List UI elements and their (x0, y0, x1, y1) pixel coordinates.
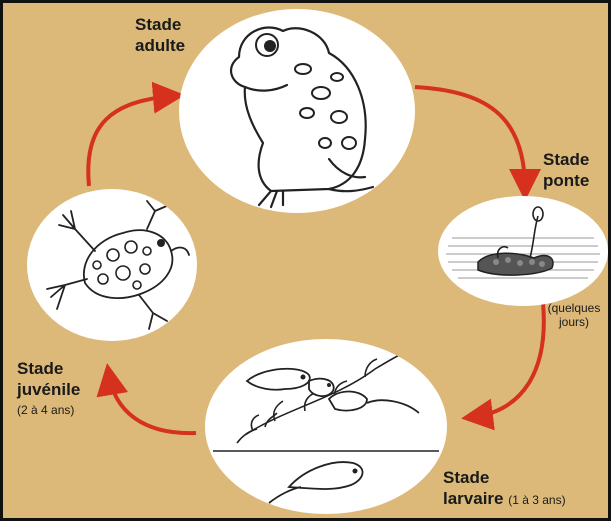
arrow-juvenile-to-adult (88, 96, 173, 186)
adult-stage-circle (179, 9, 415, 213)
larvaire-stage-circle (205, 339, 447, 514)
tadpoles-icon (205, 339, 447, 514)
arrow-adult-to-ponte (415, 87, 525, 189)
eggs-icon (438, 196, 608, 306)
larvaire-title: larvaire (443, 489, 504, 508)
larvaire-stage-label: Stade larvaire (1 à 3 ans) (443, 467, 566, 511)
arrow-ponte-to-larvaire (473, 303, 544, 417)
juvenile-duration: (2 à 4 ans) (17, 403, 74, 417)
ponte-stage-circle (438, 196, 608, 306)
ponte-stage-label: Stade ponte (543, 149, 589, 191)
adult-frog-icon (179, 9, 415, 213)
ponte-duration: (quelques jours) (543, 301, 605, 329)
arrow-larvaire-to-juvenile (109, 375, 196, 433)
adult-stage-label: Stade adulte (135, 14, 185, 56)
juvenile-stage-label: Stade juvénile (17, 358, 80, 400)
juvenile-frog-icon (27, 189, 197, 341)
juvenile-stage-circle (27, 189, 197, 341)
larvaire-duration: (1 à 3 ans) (508, 493, 565, 507)
